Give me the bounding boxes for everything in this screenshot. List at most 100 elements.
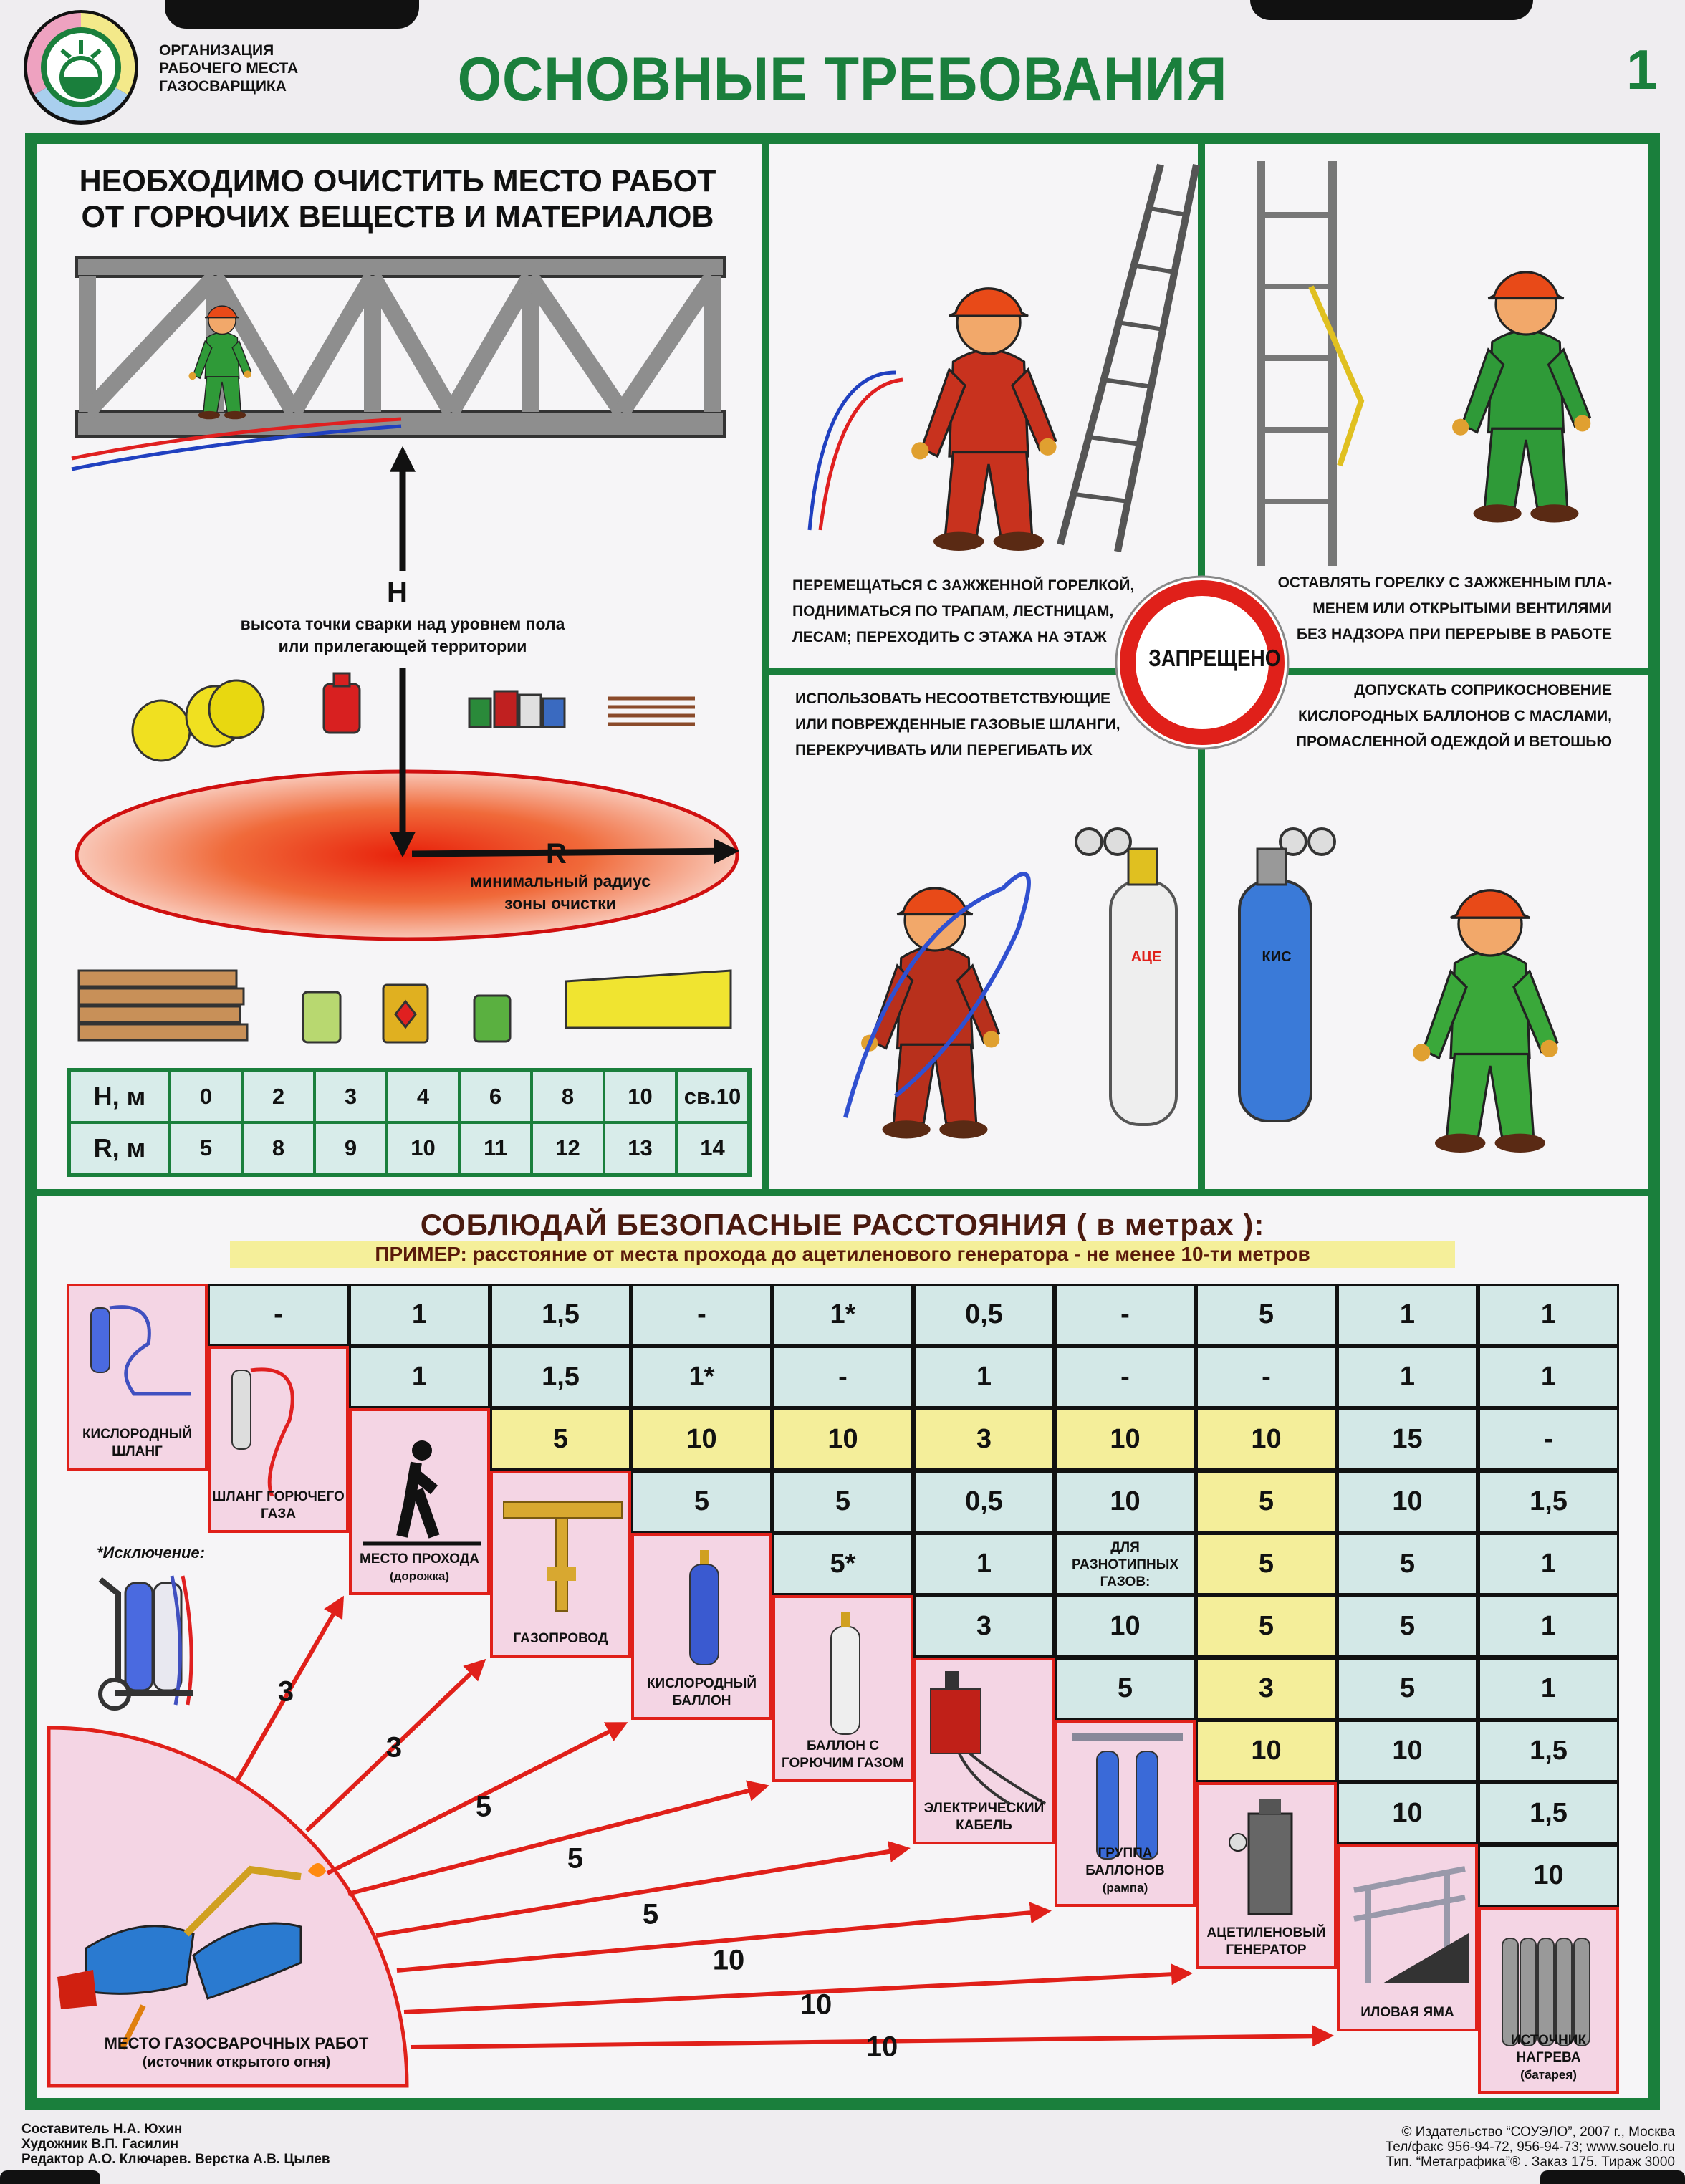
exception-note: *Исключение: xyxy=(97,1544,205,1562)
distance-table-cell: - xyxy=(772,1346,913,1408)
credit-line: Художник В.П. Гасилин xyxy=(21,2137,179,2152)
combustibles-icon xyxy=(77,672,732,1044)
label-text: ИСТОЧНИК НАГРЕВА(батарея) xyxy=(1481,2032,1616,2084)
distance-table-cell: 5 xyxy=(1196,1533,1337,1595)
credits: Составитель Н.А. Юхин Художник В.П. Гаси… xyxy=(21,2122,330,2167)
poster-clip xyxy=(165,0,419,29)
caption-line: МЕНЕМ ИЛИ ОТКРЫТЫМИ ВЕНТИЛЯМИ xyxy=(1312,600,1612,617)
distance-table-cell: 1,5 xyxy=(490,1284,631,1346)
label-subtext: (дорожка) xyxy=(389,1569,450,1583)
h-value: 2 xyxy=(242,1071,315,1122)
prohibited-caption: ДОПУСКАТЬ СОПРИКОСНОВЕНИЕ КИСЛОРОДНЫХ БА… xyxy=(1296,678,1612,755)
distance-arrow-label: 3 xyxy=(385,1731,403,1764)
workplace-label: МЕСТО ГАЗОСВАРОЧНЫХ РАБОТ (источник откр… xyxy=(57,2034,416,2072)
distance-table-label-cell: ЭЛЕКТРИЧЕСКИЙ КАБЕЛЬ xyxy=(913,1658,1055,1844)
hose xyxy=(71,424,402,471)
subtitle-line: ГАЗОСВАРЩИКА xyxy=(159,78,287,95)
distance-table-cell: 5 xyxy=(1055,1658,1196,1720)
publisher-info: © Издательство “СОУЭЛО”, 2007 г., Москва… xyxy=(1386,2125,1675,2170)
distance-table-cell: 5 xyxy=(490,1408,631,1471)
acetylene-label: АЦЕ xyxy=(1130,949,1162,965)
h-value: 8 xyxy=(532,1071,604,1122)
divider xyxy=(762,140,769,1193)
distance-arrow xyxy=(326,1722,628,1875)
caption-line: БЕЗ НАДЗОРА ПРИ ПЕРЕРЫВЕ В РАБОТЕ xyxy=(1296,626,1612,643)
caption-line: минимальный радиус xyxy=(469,872,651,890)
distance-table-cell: 10 xyxy=(1055,1408,1196,1471)
distance-arrow-label: 10 xyxy=(712,1944,745,1976)
label-text: ЭЛЕКТРИЧЕСКИЙ КАБЕЛЬ xyxy=(923,1801,1045,1833)
credit-line: Составитель Н.А. Юхин xyxy=(21,2122,183,2137)
pressure-gauges-icon xyxy=(1256,827,1336,886)
radiator-icon xyxy=(1502,1938,1590,2046)
distance-table-cell: 1,5 xyxy=(1478,1720,1619,1782)
page-title: ОСНОВНЫЕ ТРЕБОВАНИЯ xyxy=(457,45,1228,114)
sludge-pit-icon xyxy=(1353,1866,1469,1983)
poster-clip xyxy=(1540,2170,1685,2184)
r-value: 5 xyxy=(170,1122,242,1174)
caption-line: ДОПУСКАТЬ СОПРИКОСНОВЕНИЕ xyxy=(1354,682,1612,698)
prohibited-sign-text: ЗАПРЕЩЕНО xyxy=(1148,645,1281,671)
truss-illustration xyxy=(75,256,726,438)
distance-arrow xyxy=(347,1780,769,1896)
distance-table-cell: ДЛЯ РАЗНОТИПНЫХ ГАЗОВ: xyxy=(1055,1533,1196,1595)
cleanup-title-line: ОТ ГОРЮЧИХ ВЕЩЕСТВ И МАТЕРИАЛОВ xyxy=(81,200,714,234)
distance-arrow xyxy=(410,2025,1334,2049)
distance-table-cell: 5 xyxy=(1337,1533,1478,1595)
distance-table-label-cell: ШЛАНГ ГОРЮЧЕГО ГАЗА xyxy=(208,1346,349,1533)
oxygen-cylinder xyxy=(1238,880,1312,1122)
distance-arrow-label: 5 xyxy=(642,1898,659,1930)
fuel-cylinder-icon xyxy=(830,1612,860,1735)
distance-table-label-cell: КИСЛОРОДНЫЙ БАЛЛОН xyxy=(631,1533,772,1720)
h-value: 6 xyxy=(459,1071,532,1122)
distance-table-label-cell: АЦЕТИЛЕНОВЫЙ ГЕНЕРАТОР xyxy=(1196,1782,1337,1969)
caption-line: ЛЕСАМ; ПЕРЕХОДИТЬ С ЭТАЖА НА ЭТАЖ xyxy=(792,629,1107,645)
caption-line: высота точки сварки над уровнем пола xyxy=(240,615,565,633)
r-value: 9 xyxy=(315,1122,387,1174)
caption-line: КИСЛОРОДНЫХ БАЛЛОНОВ С МАСЛАМИ, xyxy=(1297,708,1612,724)
height-caption: высота точки сварки над уровнем пола или… xyxy=(188,613,618,658)
distance-table-cell: 10 xyxy=(1337,1471,1478,1533)
caption-line: ПЕРЕКРУЧИВАТЬ ИЛИ ПЕРЕГИБАТЬ ИХ xyxy=(795,742,1093,759)
distance-table-cell: 5 xyxy=(1337,1595,1478,1658)
caption-line: ПРОМАСЛЕННОЙ ОДЕЖДОЙ И ВЕТОШЬЮ xyxy=(1295,733,1612,750)
distance-arrows xyxy=(234,1595,1334,2049)
distance-table-cell: 10 xyxy=(1478,1844,1619,1907)
distance-table-cell: 1 xyxy=(1478,1595,1619,1658)
distance-table-cell: 1* xyxy=(631,1346,772,1408)
label-text: АЦЕТИЛЕНОВЫЙ ГЕНЕРАТОР xyxy=(1206,1925,1326,1958)
distance-table-cell: 5 xyxy=(631,1471,772,1533)
cylinder-cart-icon xyxy=(98,1575,193,1711)
prohibited-caption: ПЕРЕМЕЩАТЬСЯ С ЗАЖЖЕННОЙ ГОРЕЛКОЙ, ПОДНИ… xyxy=(792,573,1134,650)
publisher-line: Тип. “Метаграфика”® . Заказ 175. Тираж 3… xyxy=(1386,2155,1675,2170)
caption-line: ПОДНИМАТЬСЯ ПО ТРАПАМ, ЛЕСТНИЦАМ, xyxy=(792,603,1114,620)
distances-title: СОБЛЮДАЙ БЕЗОПАСНЫЕ РАССТОЯНИЯ ( в метра… xyxy=(420,1208,1265,1241)
publisher-line: Тел/факс 956-94-72, 956-94-73; www.souel… xyxy=(1385,2140,1675,2155)
distance-table-cell: 1 xyxy=(1478,1533,1619,1595)
divider xyxy=(32,1189,1653,1196)
oxygen-hose-icon xyxy=(90,1305,191,1396)
workplace-zone xyxy=(47,1726,409,2088)
distance-table-cell: 10 xyxy=(1055,1471,1196,1533)
distance-table-cell: 10 xyxy=(1337,1720,1478,1782)
distance-table-cell: 1,5 xyxy=(490,1346,631,1408)
caption-line: зоны очистки xyxy=(504,894,616,913)
distance-arrow-label: 10 xyxy=(800,1988,832,2021)
workplace-sub: (источник открытого огня) xyxy=(142,2054,331,2070)
cylinder-group-icon xyxy=(1072,1733,1183,1860)
distance-table-cell: - xyxy=(1055,1284,1196,1346)
gas-pipeline-icon xyxy=(503,1501,623,1612)
acetylene-generator-icon xyxy=(1229,1799,1293,1915)
oxygen-label: КИС xyxy=(1262,949,1292,965)
label-subtext: (рампа) xyxy=(1102,1881,1148,1895)
publisher-line: © Издательство “СОУЭЛО”, 2007 г., Москва xyxy=(1401,2125,1675,2140)
caption-line: ИСПОЛЬЗОВАТЬ НЕСООТВЕТСТВУЮЩИЕ xyxy=(795,691,1111,707)
r-value: 13 xyxy=(604,1122,676,1174)
distance-table-cell: 10 xyxy=(1196,1720,1337,1782)
torch-icon xyxy=(1308,285,1365,467)
sheet-number: 1 xyxy=(1626,38,1658,101)
h-value: 4 xyxy=(387,1071,459,1122)
caption-line: ПЕРЕМЕЩАТЬСЯ С ЗАЖЖЕННОЙ ГОРЕЛКОЙ, xyxy=(792,577,1135,594)
prohibited-sign-ring xyxy=(1120,580,1285,745)
logo xyxy=(24,10,138,125)
